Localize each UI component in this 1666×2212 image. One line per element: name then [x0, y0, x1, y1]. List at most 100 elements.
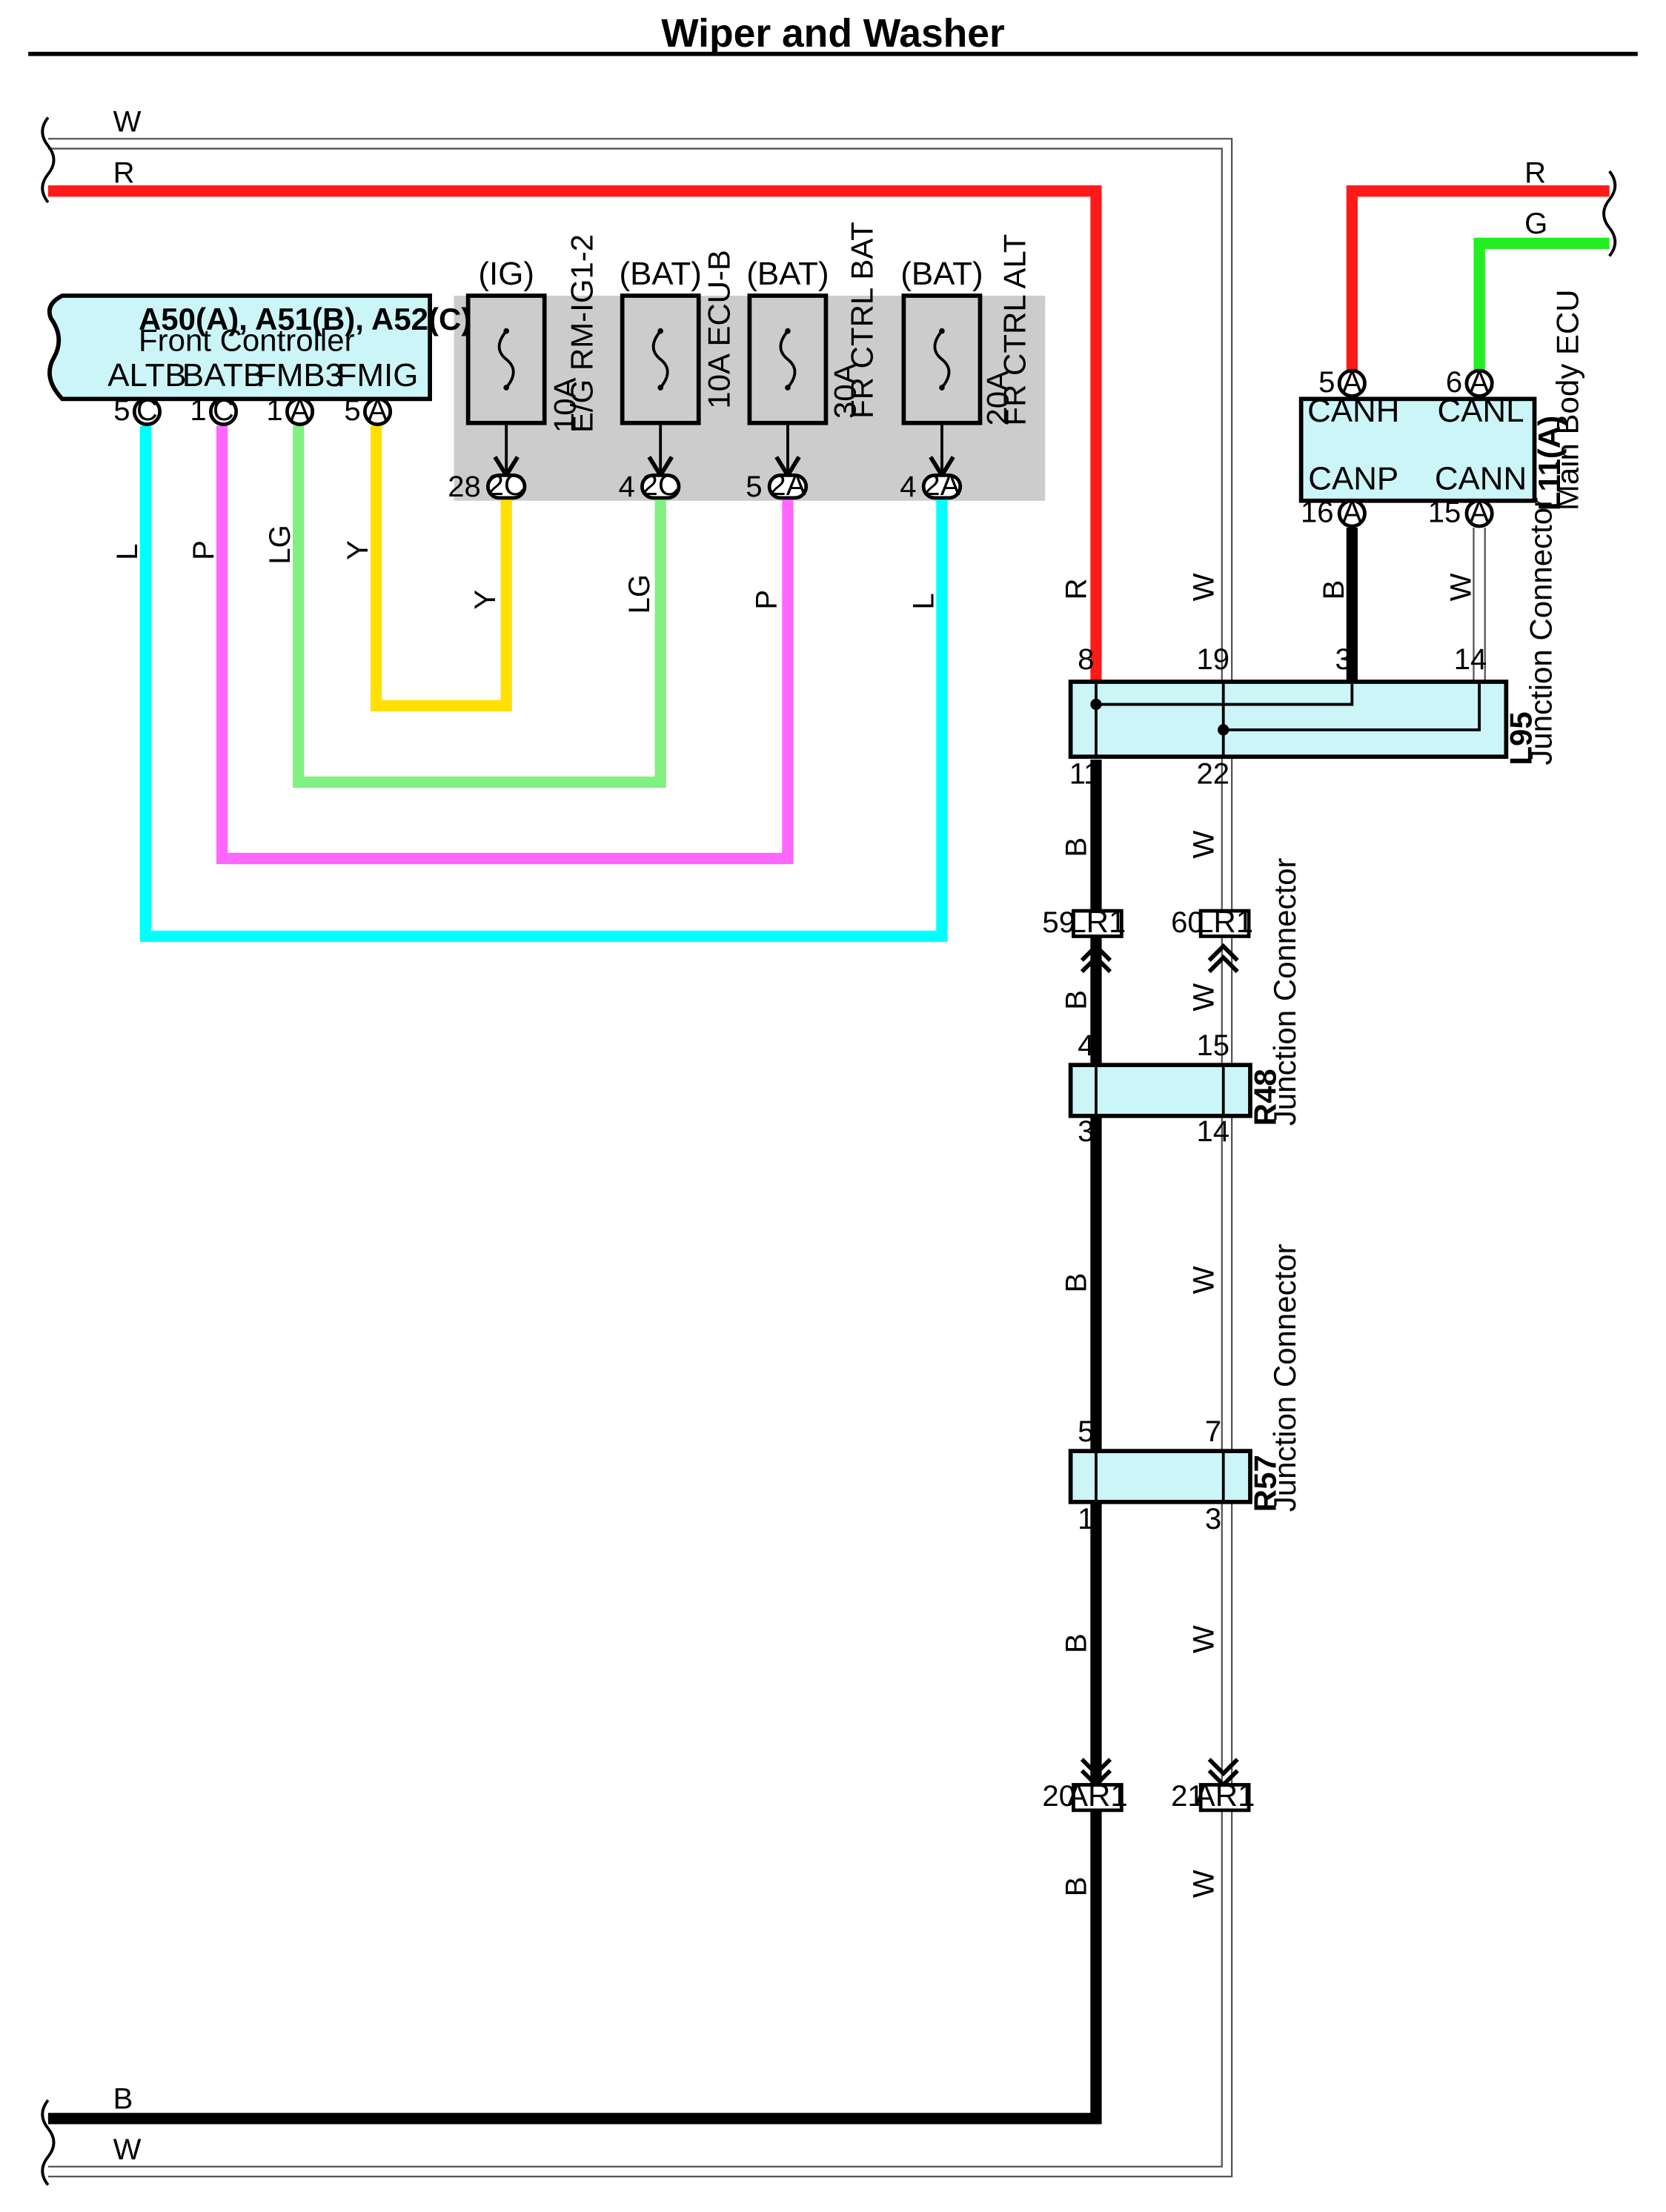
fuse-icon: [933, 330, 951, 389]
junction-connector-r48: 4 15 3 14 R48 Junction Connector: [1068, 858, 1302, 1148]
pin-number: 5: [1318, 366, 1335, 399]
terminal-canh: CANH: [1307, 393, 1399, 429]
fuse-pin: 28: [448, 471, 481, 503]
wire-label-right-g: G: [1524, 207, 1547, 240]
wire-label-w-2: W: [1187, 983, 1220, 1012]
junction-connector-bus: [1095, 682, 1481, 757]
junction-connector-r57: 5 7 1 3 R57 Junction Connector: [1068, 1244, 1302, 1535]
terminal-canp: CANP: [1308, 460, 1398, 496]
pin-label: 11: [1069, 757, 1101, 790]
fuse-name: FR CTRL ALT: [998, 234, 1032, 426]
pin-label: 3: [1078, 1115, 1094, 1148]
pin-conn: A: [1470, 496, 1490, 528]
junction-connector-label: Junction Connector: [1267, 1244, 1302, 1512]
front-controller-name: A50(A), A51(B), A52(C): [139, 302, 471, 336]
pin-circle: [285, 396, 315, 427]
wire-white-cann: [1473, 527, 1486, 683]
fuse-supply: (BAT): [900, 256, 983, 292]
pin-label: 60: [1171, 906, 1204, 939]
wire-label-w-3: W: [1187, 1266, 1220, 1294]
front-controller-pin-batb: 1 C: [190, 394, 239, 427]
fuse-conn-pill: [640, 474, 681, 500]
pin-label: 19: [1196, 643, 1229, 676]
fuse-conn: 2C: [642, 469, 680, 502]
pin-label: 14: [1454, 643, 1487, 676]
fuse-rating: 10A ECU-B: [702, 250, 737, 409]
pin-label: 3: [1205, 1503, 1221, 1535]
main-body-ecu: CANH CANL CANP CANN L11(A) Main Body ECU…: [1298, 290, 1585, 528]
pin-label: 8: [1078, 643, 1094, 676]
pin-label: 14: [1196, 1115, 1229, 1148]
junction-connector-body: [1068, 1063, 1252, 1118]
connector-box: [1198, 1783, 1251, 1813]
wire-yellow-fmig: [370, 425, 512, 712]
ecu-pin-canl: 6 A: [1446, 366, 1494, 399]
fuse-dot: [785, 328, 791, 334]
wire-pink-batb: [216, 425, 794, 865]
front-controller-pin-altb: 5 C: [113, 394, 162, 427]
pin-circle: [1337, 499, 1367, 528]
connector-box: [1072, 1783, 1124, 1813]
junction-connector-body: [1068, 680, 1509, 760]
fuse-icon: [497, 330, 515, 389]
connector-name: AR1: [1195, 1778, 1255, 1813]
junction-dot: [1090, 698, 1102, 711]
junction-dot: [1218, 724, 1229, 736]
fuse-conn: 2C: [488, 469, 525, 502]
page-title: Wiper and Washer: [661, 12, 1005, 56]
junction-connector-body: [1068, 1449, 1252, 1504]
fuse-dot: [657, 385, 664, 391]
wire-label-w-trunk1: W: [1187, 573, 1220, 601]
pin-conn: A: [368, 394, 388, 427]
front-controller-label: Front Controller: [139, 322, 355, 357]
junction-connector-label: Junction Connector: [1523, 497, 1558, 765]
front-controller-pin-fmb3: 1 A: [266, 394, 315, 427]
wire-label-w-1: W: [1187, 831, 1220, 859]
fuse-conn: 2A: [769, 469, 806, 502]
pin-conn: A: [290, 394, 310, 427]
front-controller-body: [47, 293, 432, 402]
connector-ar1: 20 AR1 21 AR1: [1042, 1758, 1255, 1813]
pin-number: 5: [344, 394, 360, 427]
pin-label: 59: [1042, 906, 1075, 939]
connector-name: LR1: [1196, 904, 1253, 939]
terminal-fmb3: FMB3: [256, 357, 343, 393]
wire-label-top-w: W: [113, 106, 142, 139]
connector-name: AR1: [1067, 1778, 1128, 1813]
fuse-conn: 2A: [923, 469, 960, 502]
pin-number: 6: [1446, 366, 1462, 399]
fuse-rating: 30A: [828, 363, 863, 419]
connector-arrow-icon: [1207, 943, 1239, 974]
junction-connector-name: R57: [1247, 1455, 1282, 1512]
pin-label: 15: [1196, 1029, 1229, 1062]
ecu-pin-cann: 15 A: [1428, 496, 1494, 528]
break-marks: [41, 116, 1617, 2186]
fuse-dot: [503, 328, 509, 334]
junction-connector-l95: 8 19 3 14 11 22 L95 Junction Connector: [1068, 497, 1558, 790]
terminal-cann: CANN: [1435, 460, 1527, 496]
junction-connector-name: R48: [1247, 1069, 1282, 1126]
terminal-altb: ALTB: [107, 357, 186, 393]
fuse-dot: [503, 385, 509, 391]
wire-red-main: [47, 185, 1102, 683]
junction-connector-label: Junction Connector: [1267, 858, 1302, 1126]
ecu-pin-canh: 5 A: [1318, 366, 1367, 399]
fuse-fr-ctrl-bat: (BAT) 5 2A 30A FR CTRL BAT: [746, 222, 879, 503]
wire-w-loop: [47, 138, 1233, 2178]
pin-circle: [132, 396, 162, 427]
pin-circle: [1464, 499, 1494, 528]
pin-conn: A: [1470, 366, 1490, 399]
fuse-supply: (IG): [478, 256, 534, 292]
terminal-fmig: FMIG: [337, 357, 419, 393]
wire-red-canh: [1346, 185, 1610, 373]
fuse-pin: 4: [900, 471, 916, 503]
pin-label: 3: [1335, 643, 1351, 676]
fuse-dot: [785, 385, 791, 391]
connector-box: [1198, 909, 1251, 938]
pin-circle: [1337, 368, 1367, 398]
wire-label-w-4: W: [1187, 1625, 1220, 1653]
pin-number: 1: [190, 394, 206, 427]
wire-label-p-right: P: [751, 590, 783, 610]
wire-label-b-1: B: [1061, 837, 1093, 857]
